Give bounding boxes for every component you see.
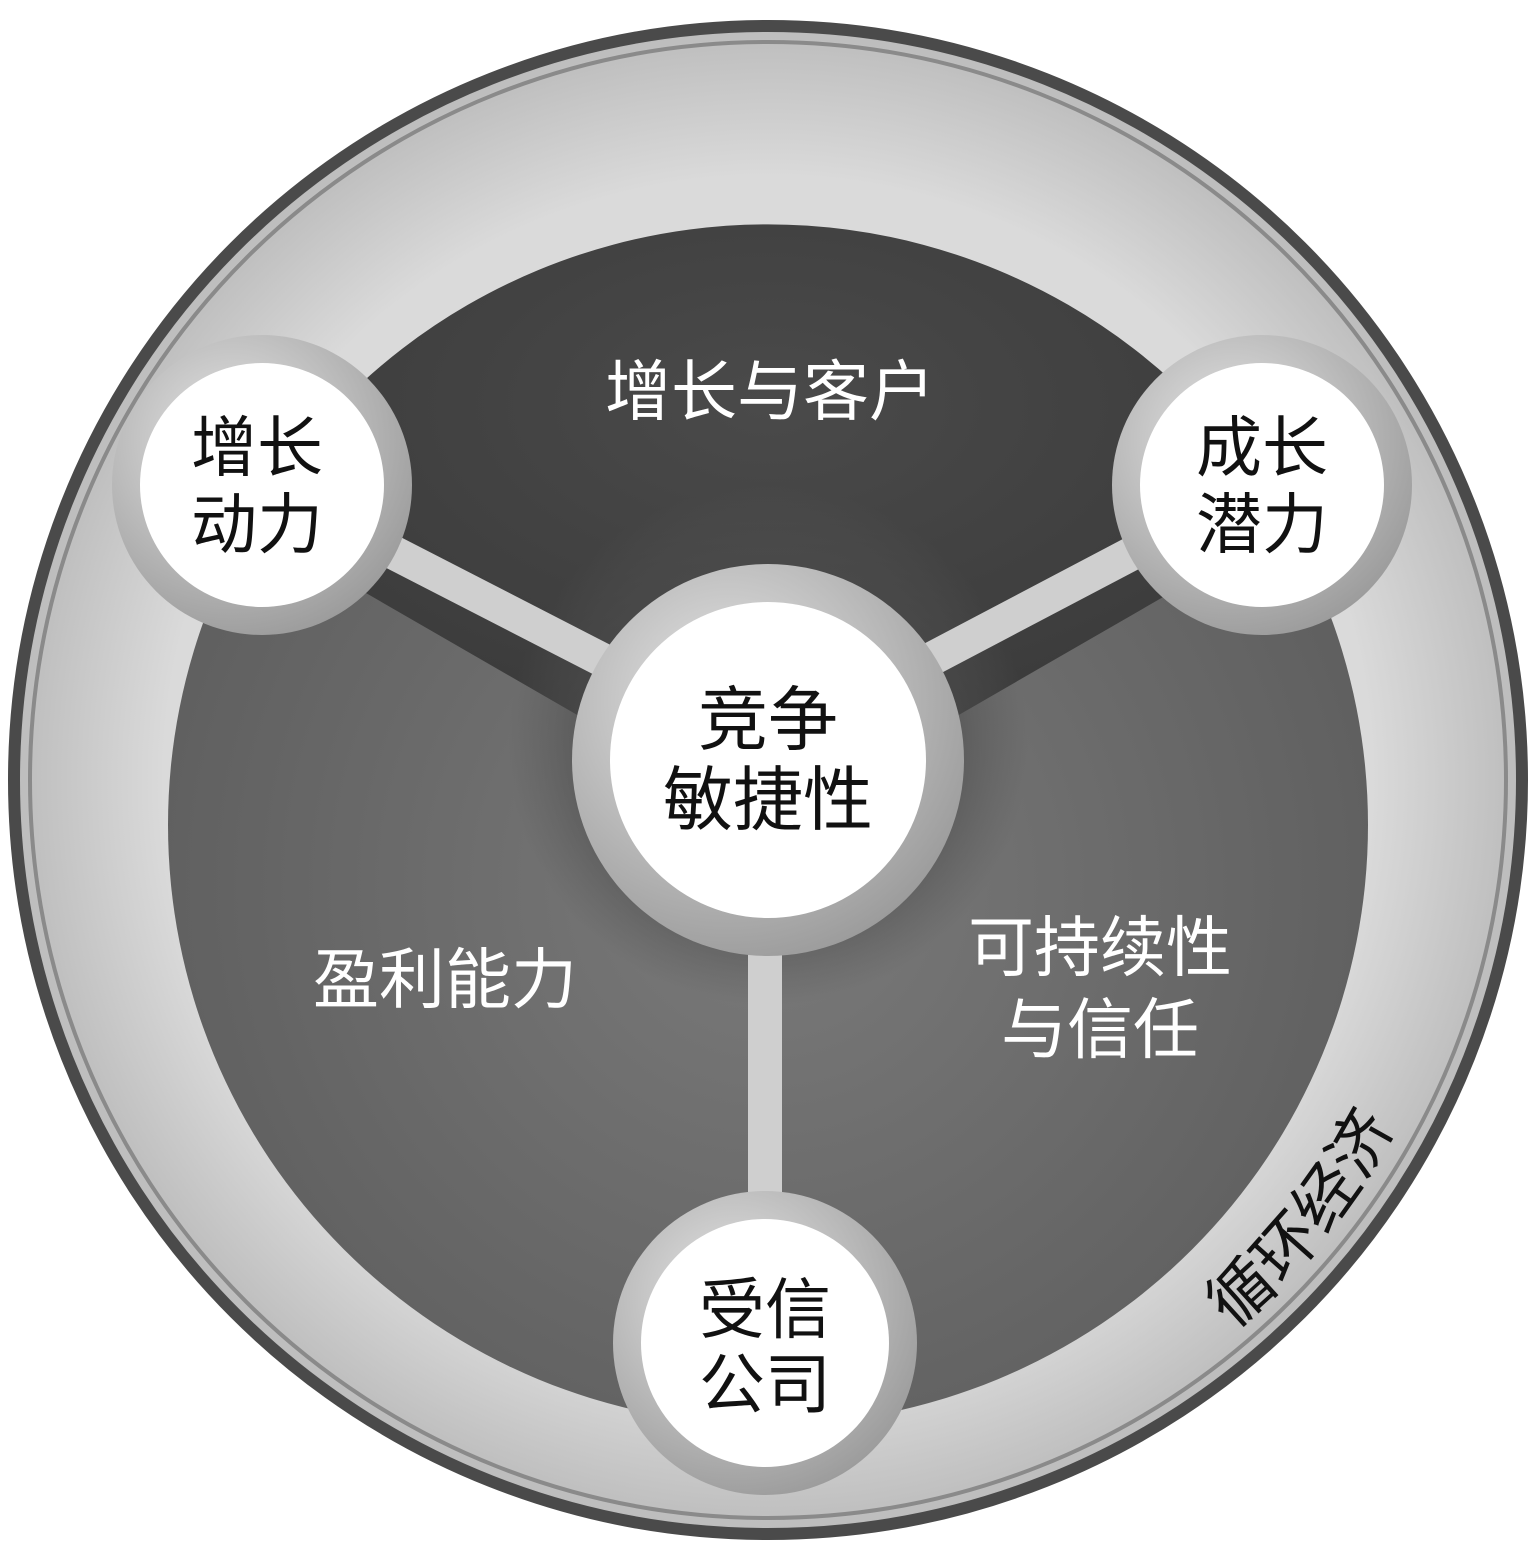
sector-right-label-line2: 与信任: [1001, 992, 1199, 1069]
node-bottom-line1: 受信: [699, 1272, 831, 1349]
center-node: [572, 564, 964, 956]
node-top-right-line1: 成长: [1196, 410, 1328, 487]
center-label-line1: 竞争: [698, 679, 838, 761]
sector-top-label: 增长与客户: [605, 354, 935, 431]
center-label-line2: 敏捷性: [663, 759, 873, 841]
node-top-left-line1: 增长: [191, 410, 323, 487]
node-bottom-line2: 公司: [699, 1347, 831, 1424]
sector-right-label-line1: 可持续性: [968, 910, 1232, 987]
node-top-right-line2: 潜力: [1196, 487, 1328, 564]
node-bottom: [613, 1191, 917, 1495]
node-top-right: [1112, 335, 1412, 635]
node-top-left: [112, 335, 412, 635]
sector-left-label: 盈利能力: [313, 942, 577, 1019]
outer-ring-inner-line: [28, 40, 1508, 1520]
node-top-left-line2: 动力: [191, 487, 323, 564]
